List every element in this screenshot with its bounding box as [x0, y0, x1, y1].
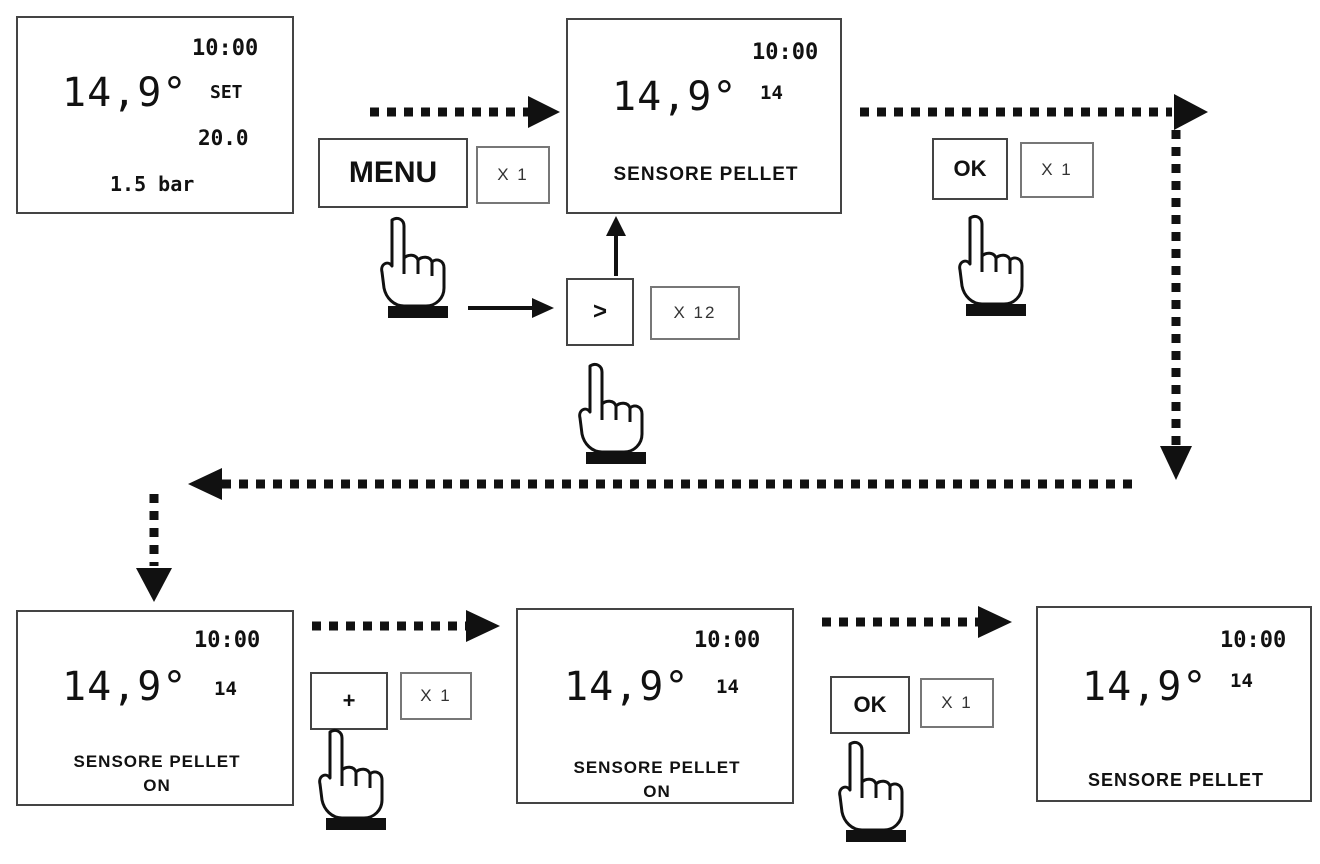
next-arrow-button[interactable]: >: [566, 278, 634, 346]
arrowhead-right-3: [466, 610, 500, 642]
pointing-hand-icon: [958, 214, 1026, 316]
screen-set-value: 20.0: [198, 126, 249, 150]
ok-button[interactable]: OK: [932, 138, 1008, 200]
arrowhead-right-4: [978, 606, 1012, 638]
screen-temperature: 14,9°: [62, 664, 188, 710]
screen-parameter-number: 14: [760, 82, 783, 104]
screen-line1: SENSORE PELLET: [573, 758, 741, 777]
press-count-plus: X 1: [400, 672, 472, 720]
display-screen-initial: 10:00 14,9° SET 20.0 1.5 bar: [16, 16, 294, 214]
ok-button-2[interactable]: OK: [830, 676, 910, 734]
screen-set-label: SET: [210, 82, 243, 103]
screen-pressure: 1.5 bar: [110, 172, 195, 196]
arrowhead-left-1: [188, 468, 222, 500]
display-screen-final: 10:00 14,9° 14 SENSORE PELLET: [1036, 606, 1312, 802]
pointing-hand-icon: [838, 740, 906, 842]
screen-time: 10:00: [192, 36, 259, 61]
screen-temperature: 14,9°: [612, 74, 738, 120]
screen-time: 10:00: [694, 628, 761, 653]
display-screen-sensore-pellet-on: 10:00 14,9° 14 SENSORE PELLET ON: [16, 610, 294, 806]
screen-parameter-number: 14: [1230, 670, 1253, 692]
screen-line1: SENSORE PELLET: [613, 164, 799, 185]
plus-button[interactable]: +: [310, 672, 388, 730]
screen-temperature: 14,9°: [1082, 664, 1208, 710]
display-screen-sensore-pellet: 10:00 14,9° 14 SENSORE PELLET: [566, 18, 842, 214]
press-count-ok: X 1: [1020, 142, 1094, 198]
press-count-menu: X 1: [476, 146, 550, 204]
pointing-hand-icon: [318, 728, 386, 830]
screen-time: 10:00: [194, 628, 261, 653]
arrowhead-right-2: [1174, 94, 1208, 130]
screen-temperature: 14,9°: [62, 70, 188, 116]
press-count-ok-2: X 1: [920, 678, 994, 728]
screen-parameter-number: 14: [716, 676, 739, 698]
pointing-hand-icon: [578, 362, 646, 464]
screen-line2: ON: [143, 776, 171, 795]
display-screen-sensore-pellet-on-2: 10:00 14,9° 14 SENSORE PELLET ON: [516, 608, 794, 804]
pointing-hand-icon: [380, 216, 448, 318]
arrowhead-right-1: [528, 96, 560, 128]
screen-time: 10:00: [752, 40, 819, 65]
screen-temperature: 14,9°: [564, 664, 690, 710]
arrowhead-down-2: [136, 568, 172, 602]
screen-line1: SENSORE PELLET: [1087, 770, 1265, 790]
arrowhead-down-1: [1160, 446, 1192, 480]
press-count-next: X 12: [650, 286, 740, 340]
menu-button[interactable]: MENU: [318, 138, 468, 208]
screen-line1: SENSORE PELLET: [73, 752, 241, 771]
screen-line2: ON: [643, 782, 671, 801]
screen-time: 10:00: [1220, 628, 1287, 653]
screen-parameter-number: 14: [214, 678, 237, 700]
